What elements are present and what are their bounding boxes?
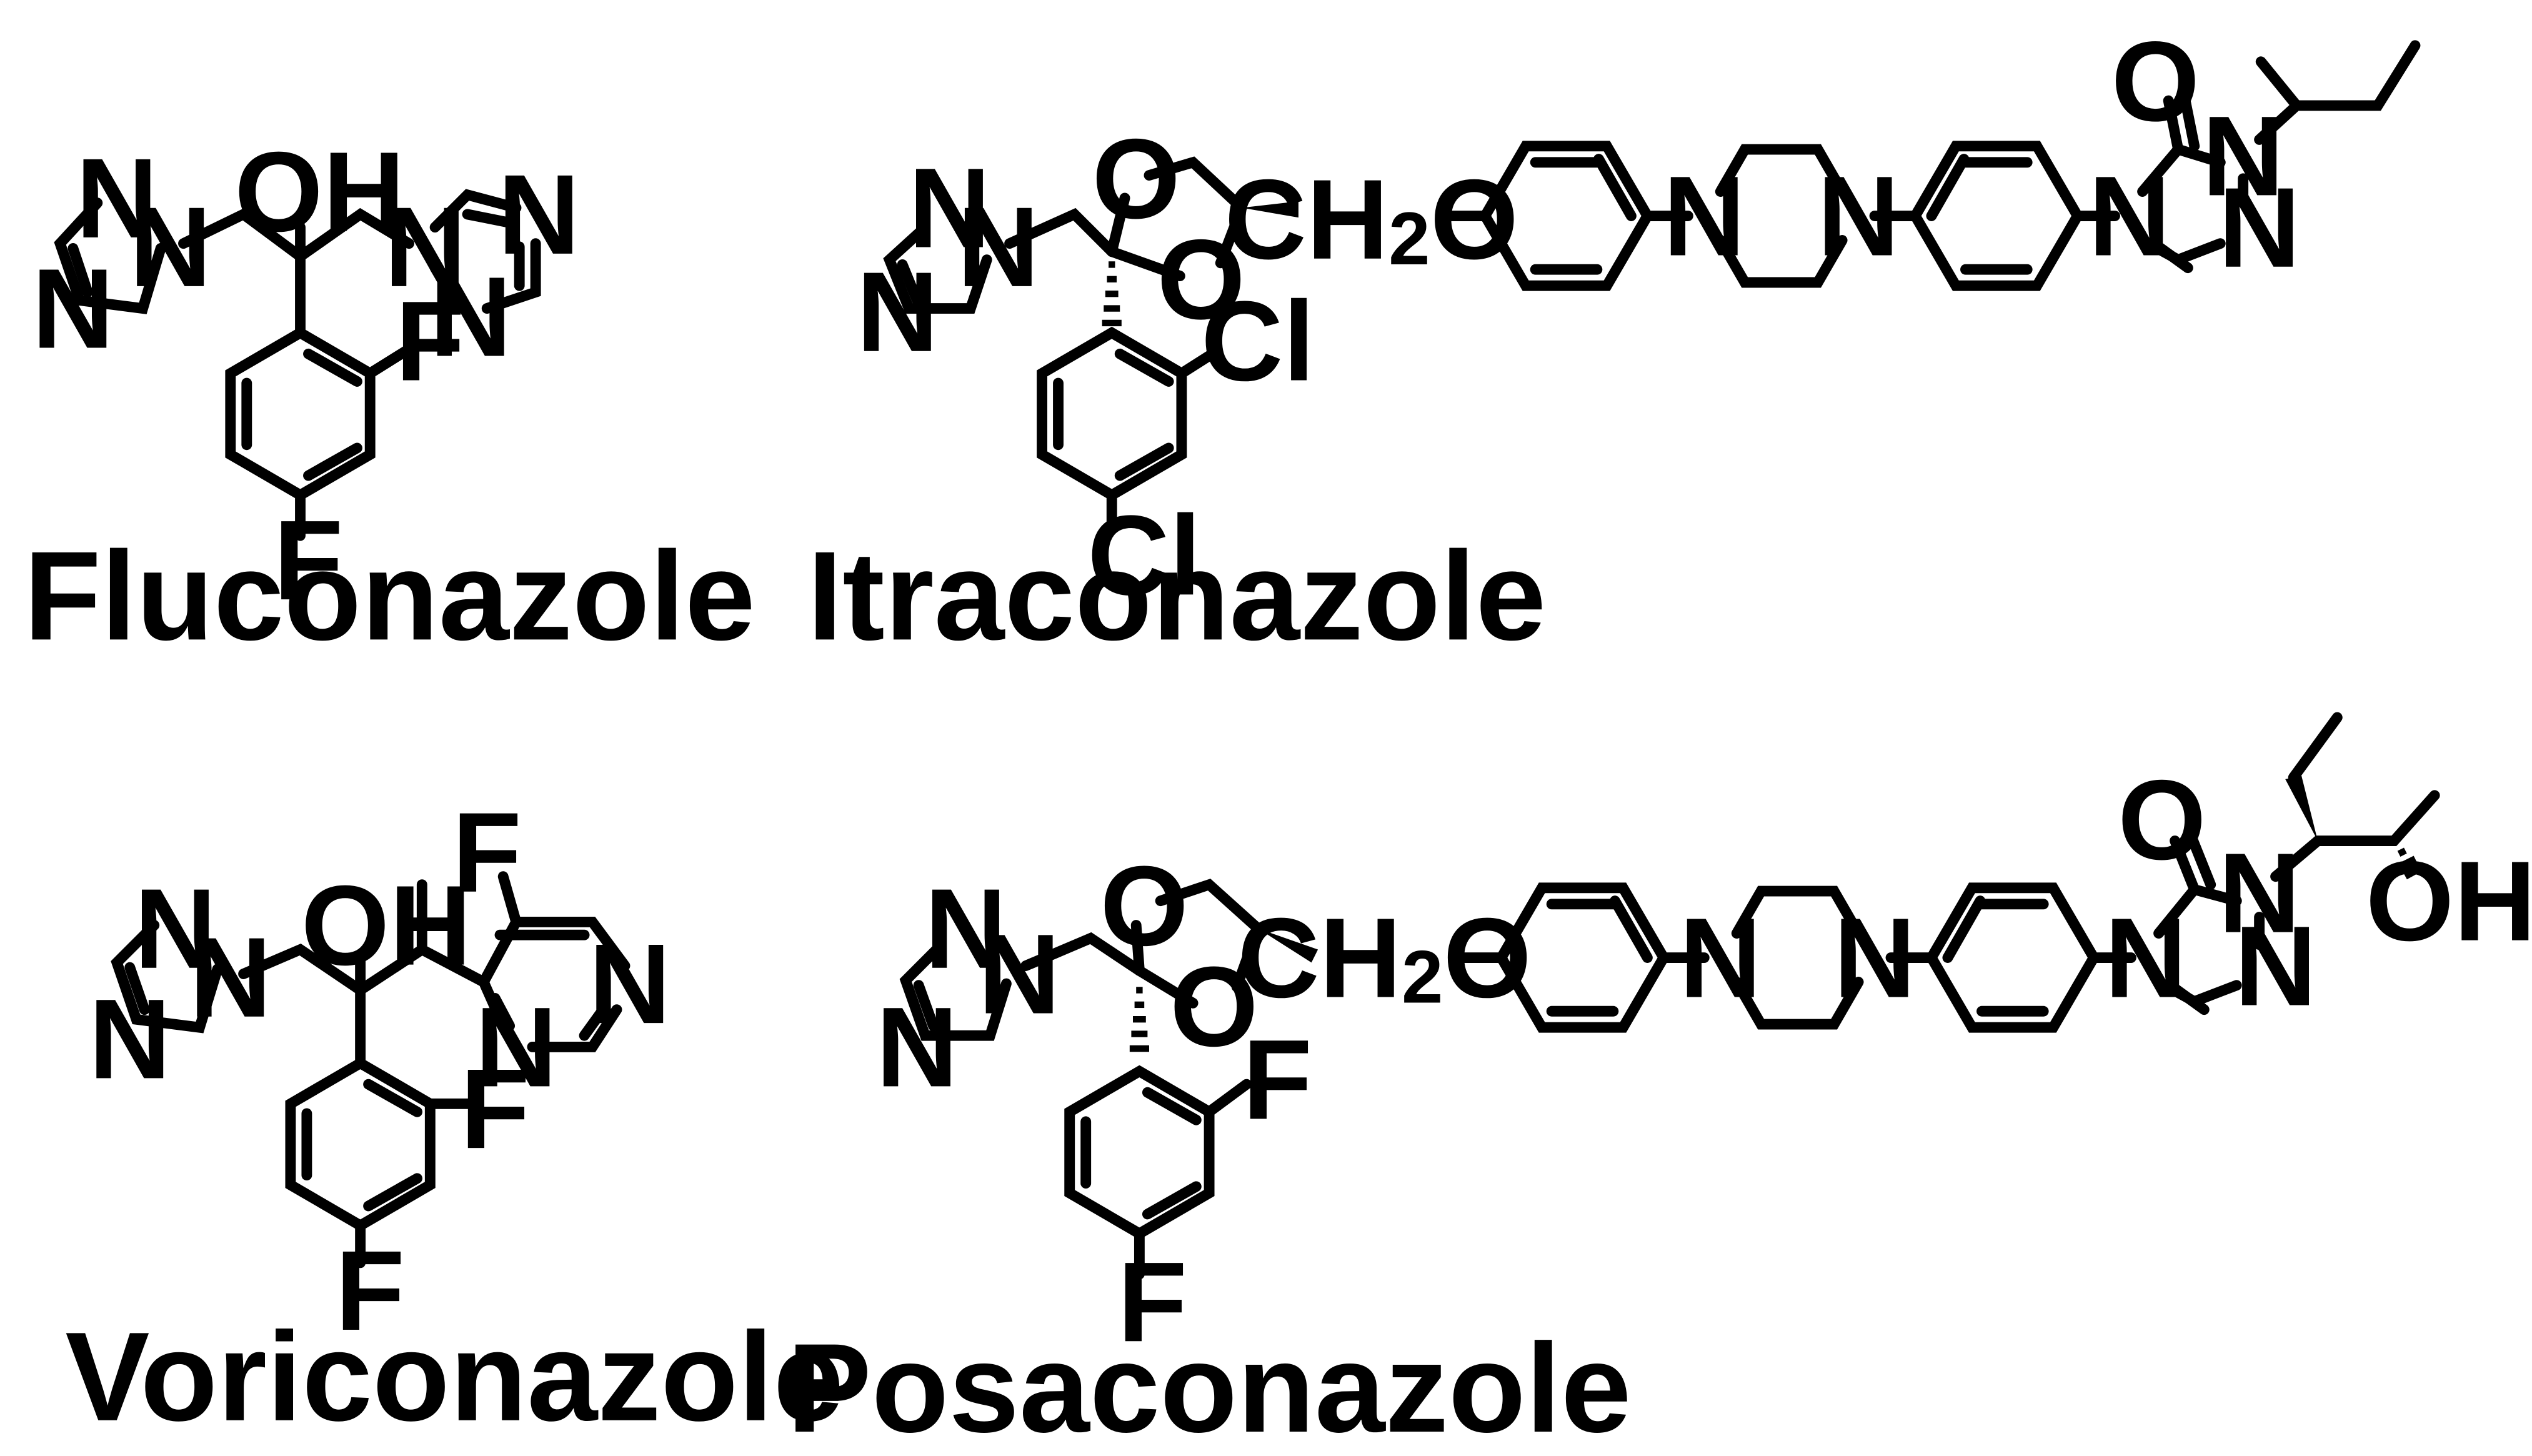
posaconazole-wedge-bond [1258,928,1318,963]
itraconazole-ch2-bond [1004,207,1117,257]
posaconazole-n-2: N [979,910,1060,1038]
posaconazole-ch2o-label: CH2O [1237,894,1531,1022]
fluconazole-n-1: N [76,134,157,262]
posaconazole-side-chain [2270,790,2440,882]
posaconazole-n-1: N [925,865,1007,992]
fluconazole-left-ch2-bond [178,208,306,262]
fluconazole-left-triazole-ring [54,197,166,314]
posaconazole-difluorophenyl-ring [1064,1065,1215,1240]
itraconazole-triazolone-n-1: N [2202,92,2284,219]
posaconazole-ch2-bond [1020,932,1145,976]
itraconazole-hash-bond [1102,261,1122,327]
itraconazole-piperazine-n-2: N [1817,152,1899,280]
itraconazole-structure: O O N N N CH2O N N N N N O Cl Cl Itracon… [807,17,2421,666]
itraconazole-phenyl-ring-2 [1909,141,2084,291]
itraconazole-piperazine-ring [1715,144,1848,288]
fluconazole-right-ch2-bond [295,207,414,262]
itraconazole-triazole-ring [883,222,992,314]
fluconazole-oh-label: OH [234,128,405,256]
posaconazole-triazolone-n-2: N [2235,902,2316,1030]
posaconazole-n-3: N [876,983,958,1110]
voriconazole-f-1: F [452,789,522,916]
fluconazole-n-4: N [384,183,466,311]
itraconazole-n-3: N [857,248,939,376]
voriconazole-difluorophenyl-ring [285,1057,436,1232]
voriconazole-structure: OH N N N N N F F F Voriconazole [65,789,844,1447]
fluconazole-n-6: N [430,253,512,381]
itraconazole-cl-2: Cl [1087,491,1201,619]
itraconazole-wedge-bond [1242,201,1298,218]
fluconazole-f-1: F [396,277,465,405]
itraconazole-carbonyl-bond-1 [2163,95,2184,155]
posaconazole-triazole-ring [899,939,1012,1041]
posaconazole-triazolone-n-1: N [2218,829,2300,957]
posaconazole-f-1: F [1243,1015,1312,1143]
fluconazole-f-2: F [274,496,343,624]
voriconazole-pyrimidine-n-2: N [475,983,557,1110]
itraconazole-name: Itraconazole [807,525,1546,666]
voriconazole-n-2: N [189,914,271,1041]
itraconazole-carbonyl-bond-2 [2179,92,2200,152]
posaconazole-carbonyl-bond-2 [2186,830,2216,890]
posaconazole-f-ortho-bond [1204,1079,1252,1117]
fluconazole-f-ortho-bond [364,344,414,379]
fluconazole-name: Fluconazole [24,525,755,666]
voriconazole-f-3: F [336,1227,405,1354]
fluconazole-right-triazole-ring [429,189,541,314]
itraconazole-triazolone-n-2: N [2218,164,2300,291]
posaconazole-name: Posaconazole [787,1317,1632,1456]
posaconazole-hash-bond [1129,987,1149,1052]
posaconazole-dioxolane-ring [1130,879,1264,1009]
posaconazole-piperazine-n-2: N [1833,894,1915,1022]
fluconazole-difluorophenyl-ring [225,326,376,502]
voriconazole-pyrimidine-f-bond [497,871,522,927]
voriconazole-name: Voriconazole [65,1306,844,1447]
posaconazole-structure: O O N N N CH2O N N N N N O OH F F Posaco… [787,712,2532,1456]
fluconazole-n-3: N [32,245,114,372]
posaconazole-side-chain-wedge [2285,775,2318,841]
posaconazole-triazolone-n-4: N [2105,894,2186,1022]
posaconazole-carbonyl-bond-1 [2170,835,2200,895]
voriconazole-n-3: N [89,975,171,1102]
voriconazole-n-1: N [134,865,216,992]
voriconazole-fluoropyrimidine-ring [478,916,631,1052]
itraconazole-n-2: N [957,183,1039,311]
posaconazole-oh-label: OH [2366,837,2532,965]
itraconazole-cl-ortho-bond [1176,345,1223,379]
itraconazole-dichlorophenyl-ring [1037,326,1187,502]
itraconazole-ch2o-label: CH2O [1225,156,1518,283]
voriconazole-ch2-bond [238,943,366,995]
itraconazole-carbonyl-o: O [2111,17,2200,145]
fluconazole-n-5: N [498,151,580,278]
itraconazole-o-ring-1: O [1092,115,1180,242]
itraconazole-n-1: N [909,144,990,272]
voriconazole-pyrimidine-link-bond [416,944,489,987]
posaconazole-ethyl-bond [2288,712,2343,783]
voriconazole-f-2: F [461,1045,530,1172]
itraconazole-cl-1: Cl [1201,277,1315,405]
posaconazole-piperazine-ring [1731,885,1864,1030]
posaconazole-o-ring-1: O [1100,842,1188,969]
posaconazole-phenyl-ring-2 [1925,882,2100,1033]
itraconazole-o-ring-2: O [1157,216,1245,343]
posaconazole-piperazine-n-1: N [1680,894,1762,1022]
itraconazole-triazolone-n-4: N [2088,152,2170,280]
voriconazole-oh-label: OH [301,862,472,989]
itraconazole-piperazine-n-1: N [1663,152,1745,280]
fluconazole-n-2: N [129,183,211,311]
fluconazole-structure: OH N N N N N N F F Fluconazole [24,128,755,667]
posaconazole-o-ring-2: O [1170,942,1258,1070]
voriconazole-triazole-ring [111,920,223,1034]
itraconazole-dioxolane-ring [1106,156,1247,282]
posaconazole-f-2: F [1118,1238,1187,1365]
posaconazole-carbonyl-o: O [2118,756,2206,884]
posaconazole-oh-hash-bond [2397,847,2425,880]
voriconazole-pyrimidine-n-1: N [589,920,670,1047]
itraconazole-sec-butyl-chain [2254,40,2421,145]
